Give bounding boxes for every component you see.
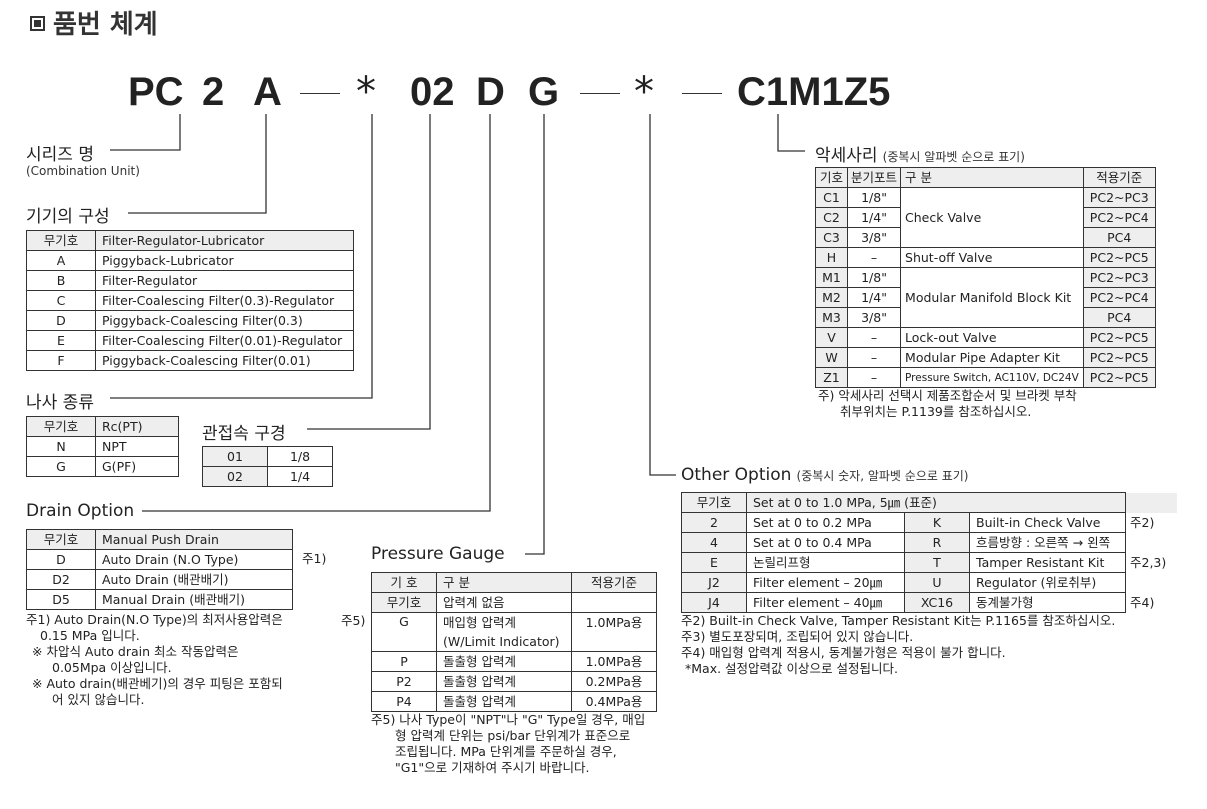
line-series bbox=[110, 114, 181, 151]
accessory-subtitle: (중복시 알파벳 순으로 표기) bbox=[882, 150, 1025, 164]
series-title: 시리즈 명 bbox=[26, 145, 94, 165]
accessory-title: 악세사리 bbox=[815, 146, 878, 166]
composition-title: 기기의 구성 bbox=[26, 207, 110, 227]
accessory-notes: 주) 악세사리 선택시 제품조합순서 및 브라켓 부착 취부위치는 P.1139… bbox=[818, 388, 1077, 419]
line-other bbox=[649, 114, 676, 476]
line-gauge bbox=[525, 114, 545, 555]
line-accessory bbox=[777, 114, 805, 152]
page-title: 품번 체계 bbox=[30, 4, 158, 41]
accessory-heading: 악세사리 (중복시 알파벳 순으로 표기) bbox=[815, 141, 1025, 166]
other-subtitle: (중복시 숫자, 알파벳 순으로 표기) bbox=[796, 469, 969, 483]
code-accessory-star: * bbox=[356, 69, 376, 115]
gauge-title: Pressure Gauge bbox=[371, 544, 505, 564]
code-composition: A bbox=[253, 70, 282, 114]
code-port: 02 bbox=[410, 70, 455, 114]
line-composition bbox=[128, 114, 267, 214]
thread-title: 나사 종류 bbox=[26, 393, 94, 413]
code-dash-1 bbox=[300, 93, 340, 94]
other-heading: Other Option (중복시 숫자, 알파벳 순으로 표기) bbox=[681, 465, 968, 485]
code-drain: D bbox=[476, 70, 505, 114]
code-size: 2 bbox=[202, 70, 225, 114]
drain-title: Drain Option bbox=[26, 501, 135, 521]
code-dash-3 bbox=[682, 93, 722, 94]
gauge-note-mark: 주5) bbox=[341, 613, 366, 628]
gauge-notes: 주5) 나사 Type이 "NPT"나 "G" Type일 경우, 매입 형 압… bbox=[371, 712, 646, 775]
code-accessory: C1M1Z5 bbox=[737, 70, 891, 114]
series-subtitle: (Combination Unit) bbox=[26, 164, 140, 178]
code-other-star: * bbox=[634, 69, 654, 115]
code-pc: PC bbox=[128, 70, 184, 114]
port-title: 관접속 구경 bbox=[202, 424, 286, 444]
line-thread bbox=[110, 114, 373, 399]
drain-notes: 주1) Auto Drain(N.O Type)의 최저사용압력은 0.15 M… bbox=[26, 612, 283, 707]
other-notes: 주2) Built-in Check Valve, Tamper Resista… bbox=[681, 613, 1116, 676]
line-port bbox=[307, 114, 431, 430]
square-bullet-icon bbox=[30, 16, 45, 31]
line-drain bbox=[142, 114, 491, 512]
drain-note-mark: 주1) bbox=[302, 551, 327, 566]
code-dash-2 bbox=[580, 93, 620, 94]
other-title: Other Option bbox=[681, 465, 792, 485]
code-gauge: G bbox=[528, 70, 560, 114]
